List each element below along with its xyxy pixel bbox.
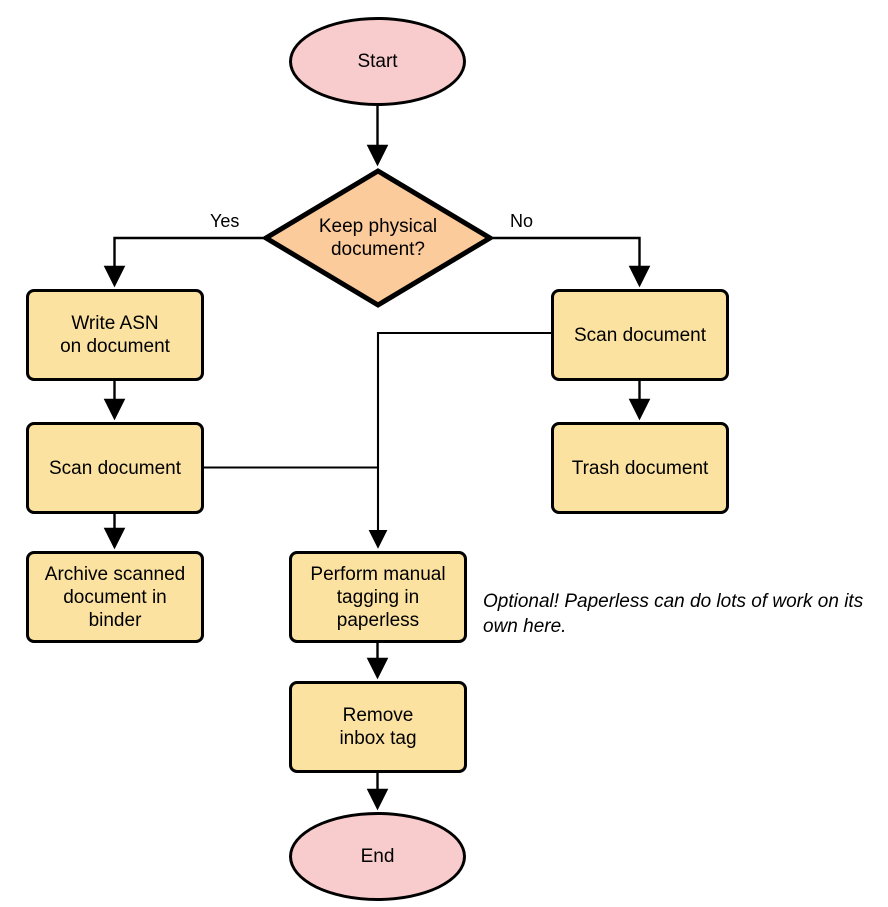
node-remove-inbox-tag[interactable]: Remove inbox tag: [289, 681, 467, 773]
node-write-asn-on-document[interactable]: Write ASN on document: [26, 289, 204, 381]
optional-note: Optional! Paperless can do lots of work …: [483, 591, 864, 637]
node-scan-document-left-label: Scan document: [48, 457, 182, 479]
node-end-label: End: [360, 846, 395, 867]
edge-decision-to-scan-right: [493, 236, 651, 288]
node-keep-physical-document[interactable]: Keep physical document?: [263, 168, 493, 308]
node-keep-physical-document-label: Keep physical document?: [318, 216, 438, 260]
node-end[interactable]: End: [289, 812, 466, 901]
node-scan-document-right[interactable]: Scan document: [551, 289, 729, 381]
diamond-shape: [263, 168, 493, 308]
edge-label-yes: Yes: [210, 211, 240, 231]
node-perform-manual-tagging-in-paperless[interactable]: Perform manual tagging in paperless: [289, 551, 467, 643]
node-archive-scanned-document-in-binder[interactable]: Archive scanned document in binder: [26, 551, 204, 643]
edge-label-no: No: [510, 211, 534, 231]
node-write-asn-on-document-label: Write ASN on document: [60, 313, 170, 357]
node-trash-document[interactable]: Trash document: [551, 422, 729, 514]
node-remove-inbox-tag-label: Remove inbox tag: [339, 705, 417, 749]
node-start-label: Start: [357, 51, 398, 72]
node-scan-document-right-label: Scan document: [573, 324, 707, 346]
node-scan-document-left[interactable]: Scan document: [26, 422, 204, 514]
node-trash-document-label: Trash document: [571, 457, 709, 479]
edge-scan-right-to-manual-tagging: [368, 331, 551, 549]
edge-decision-to-write-asn: [103, 236, 263, 288]
node-start[interactable]: Start: [289, 17, 466, 106]
node-archive-scanned-document-in-binder-label: Archive scanned document in binder: [44, 563, 186, 631]
node-perform-manual-tagging-in-paperless-label: Perform manual tagging in paperless: [310, 563, 446, 631]
